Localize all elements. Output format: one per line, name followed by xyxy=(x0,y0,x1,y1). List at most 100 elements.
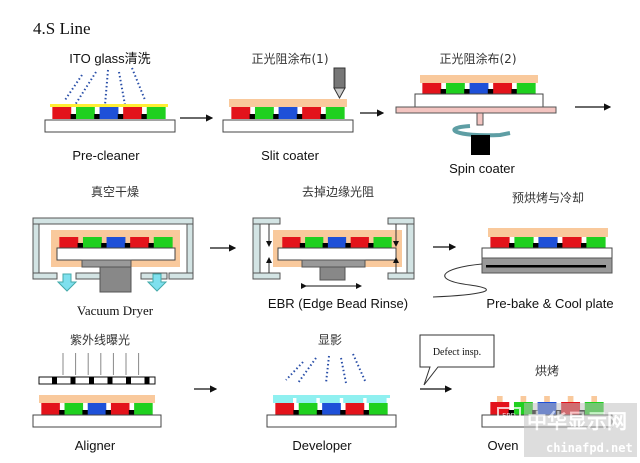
step-cn-label: 预烘烤与冷却 xyxy=(512,190,584,205)
spray-line xyxy=(297,357,317,384)
chamber-bottom xyxy=(32,272,58,280)
black-matrix xyxy=(322,243,329,248)
mask-opaque xyxy=(144,377,150,384)
black-matrix xyxy=(299,243,306,248)
black-matrix xyxy=(105,410,112,415)
black-matrix xyxy=(363,410,370,415)
black-matrix xyxy=(70,114,77,119)
black-matrix xyxy=(320,114,327,119)
photoresist-layer xyxy=(420,75,538,83)
color-filter-block xyxy=(282,237,301,248)
resist-pattern xyxy=(520,396,527,402)
color-filter-block xyxy=(469,83,489,94)
black-matrix xyxy=(345,243,352,248)
color-filter-block xyxy=(325,107,345,119)
photoresist-layer xyxy=(229,99,347,107)
spin-chuck xyxy=(395,106,557,114)
step-cn-label: 烘烤 xyxy=(535,363,559,378)
color-filter-block xyxy=(75,107,95,119)
substrate-holder xyxy=(301,259,366,268)
color-filter-block xyxy=(493,83,513,94)
color-filter-block xyxy=(123,107,143,119)
step-cn-label: 显影 xyxy=(318,333,342,347)
watermark-en: chinafpd.net xyxy=(546,441,633,455)
color-filter-block xyxy=(106,237,126,248)
color-filter-block xyxy=(302,107,322,119)
watermark-cn: 中华显示网 xyxy=(527,409,627,433)
color-filter-block xyxy=(305,237,324,248)
color-filter-block xyxy=(130,237,150,248)
glass-substrate xyxy=(266,414,397,428)
black-matrix xyxy=(533,243,539,248)
callout-text: Defect insp. xyxy=(433,347,481,358)
holder-stem xyxy=(319,266,346,281)
color-filter-block xyxy=(275,403,295,415)
spin-motor xyxy=(471,135,490,155)
spray-line xyxy=(340,357,347,384)
color-filter-block xyxy=(146,107,166,119)
spray-line xyxy=(325,355,330,384)
step-cn-label: 正光阻涂布(2) xyxy=(440,51,517,66)
color-filter-block xyxy=(368,403,388,415)
heater-line xyxy=(486,265,606,268)
photoresist-layer xyxy=(39,395,155,403)
color-filter-block xyxy=(350,237,369,248)
step-en-label: Slit coater xyxy=(261,148,319,163)
rotation-arrow-icon xyxy=(452,124,511,138)
step-en-label: EBR (Edge Bead Rinse) xyxy=(268,296,408,311)
black-matrix xyxy=(464,89,471,94)
page-title: 4.S Line xyxy=(33,19,91,38)
color-filter-block xyxy=(41,403,60,415)
black-matrix xyxy=(508,410,515,415)
black-matrix xyxy=(487,89,494,94)
color-filter-block xyxy=(153,237,173,248)
resist-pattern xyxy=(591,396,598,402)
black-matrix xyxy=(128,410,135,415)
watermark: FPD 中华显示网 chinafpd.net xyxy=(497,403,637,457)
glass-substrate xyxy=(481,247,613,259)
color-filter-block xyxy=(445,83,465,94)
ebr-top-right xyxy=(387,217,415,225)
ebr-bottom-left xyxy=(252,272,281,280)
glass-substrate xyxy=(222,119,354,133)
resist-pattern xyxy=(544,396,550,402)
step-en-label: Pre-bake & Cool plate xyxy=(486,296,613,311)
black-matrix xyxy=(117,114,124,119)
ebr-wall-left xyxy=(252,223,261,275)
step-en-label: Pre-cleaner xyxy=(72,148,140,163)
developer-layer xyxy=(273,395,390,398)
color-filter-block xyxy=(231,107,251,119)
ebr-wall-right xyxy=(406,223,415,275)
color-filter-block xyxy=(422,83,442,94)
color-filter-block xyxy=(298,403,318,415)
color-filter-block xyxy=(278,107,298,119)
step-cn-label: 真空干燥 xyxy=(91,185,139,199)
black-matrix xyxy=(340,410,347,415)
black-matrix xyxy=(368,243,375,248)
step-cn-label: ITO glass清洗 xyxy=(69,51,150,66)
black-matrix xyxy=(440,89,447,94)
step-en-label: Vacuum Dryer xyxy=(77,303,154,318)
glass-substrate xyxy=(32,414,162,428)
black-matrix xyxy=(77,243,84,248)
black-matrix xyxy=(316,410,323,415)
chamber-bottom xyxy=(168,272,194,280)
mask-opaque xyxy=(126,377,131,384)
developer-layer xyxy=(273,395,293,403)
color-filter-block xyxy=(538,237,558,248)
color-filter-block xyxy=(345,403,365,415)
chamber-bottom xyxy=(75,272,101,280)
resist-pattern xyxy=(496,396,503,402)
spray-line xyxy=(74,71,97,106)
color-filter-block xyxy=(562,237,582,248)
black-matrix xyxy=(94,114,101,119)
slit-nozzle xyxy=(333,67,346,89)
mask-opaque xyxy=(70,377,76,384)
ito-layer xyxy=(50,104,168,107)
vacuum-arrow-icon xyxy=(146,273,168,292)
color-filter-block xyxy=(59,237,79,248)
step-cn-label: 去掉边缘光阻 xyxy=(302,185,374,199)
black-matrix xyxy=(249,114,256,119)
black-matrix xyxy=(296,114,303,119)
